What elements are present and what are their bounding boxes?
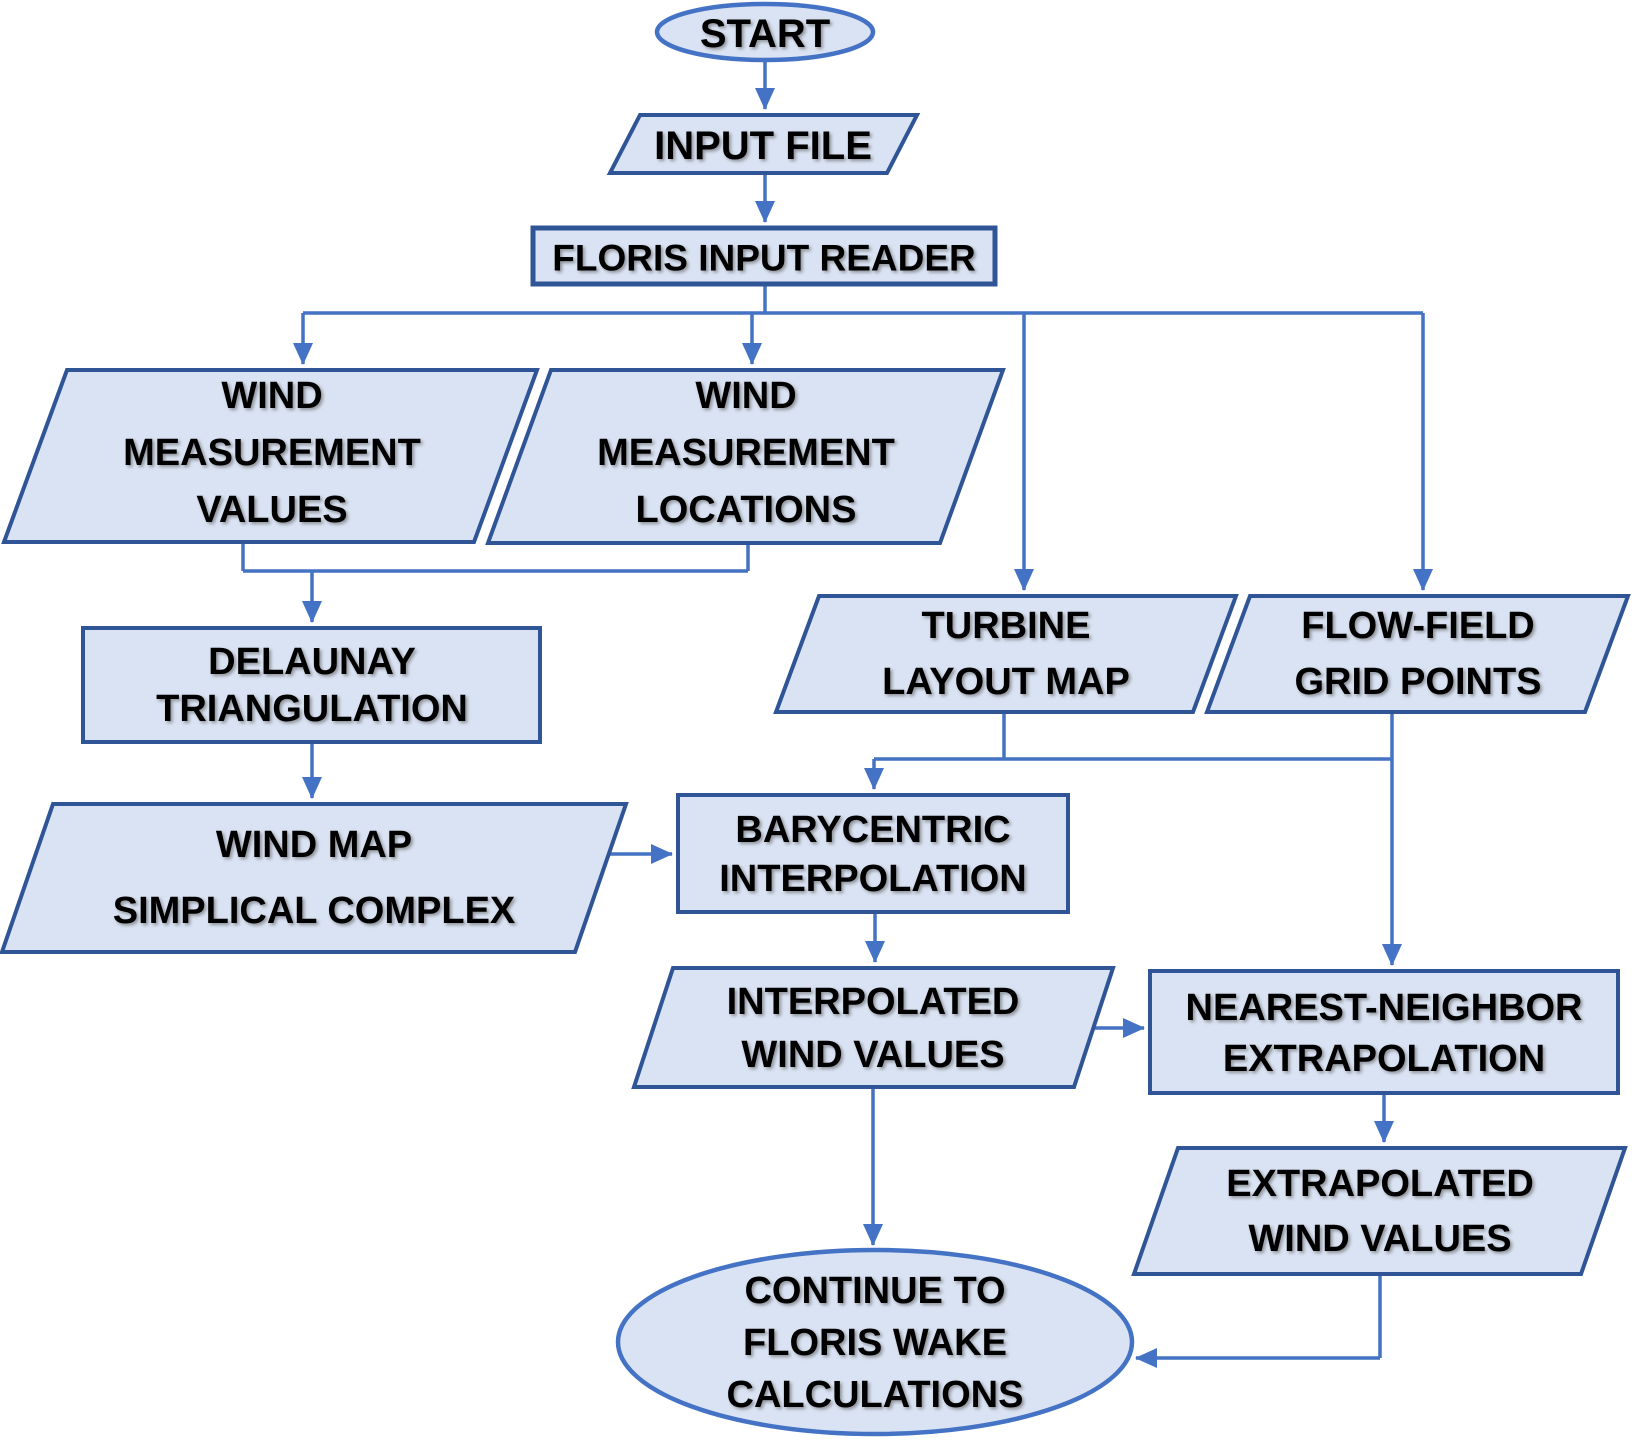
wind-measurement-values-line2: MEASUREMENT xyxy=(123,432,421,474)
flow-field-grid-points-line2: GRID POINTS xyxy=(1294,661,1541,703)
delaunay-triangulation-line1: DELAUNAY xyxy=(208,641,416,683)
node-input-file: INPUT FILE xyxy=(606,113,921,175)
interpolated-wind-values-line1: INTERPOLATED xyxy=(727,981,1020,1023)
node-flow-field-grid-points: FLOW-FIELD GRID POINTS xyxy=(1204,594,1631,714)
turbine-layout-map-parallelogram xyxy=(773,594,1239,714)
extrapolated-wind-values-line2: WIND VALUES xyxy=(1248,1218,1511,1260)
wind-measurement-values-line1: WIND xyxy=(221,375,322,417)
start-label: START xyxy=(700,12,830,56)
node-start: START xyxy=(654,1,876,63)
nearest-neighbor-extrapolation-line1: NEAREST-NEIGHBOR xyxy=(1186,987,1583,1029)
input-file-label: INPUT FILE xyxy=(654,124,872,168)
turbine-layout-map-line2: LAYOUT MAP xyxy=(882,661,1130,703)
wind-measurement-locations-line1: WIND xyxy=(695,375,796,417)
continue-line1: CONTINUE TO xyxy=(744,1270,1005,1312)
wind-measurement-values-parallelogram xyxy=(1,368,540,544)
flow-field-grid-points-line1: FLOW-FIELD xyxy=(1301,605,1535,647)
delaunay-triangulation-rect xyxy=(81,626,542,744)
continue-line2: FLORIS WAKE xyxy=(743,1322,1007,1364)
node-wind-map-simplical-complex: WIND MAP SIMPLICAL COMPLEX xyxy=(0,802,629,954)
node-nearest-neighbor-extrapolation: NEAREST-NEIGHBOR EXTRAPOLATION xyxy=(1148,969,1620,1095)
node-interpolated-wind-values: INTERPOLATED WIND VALUES xyxy=(631,966,1116,1089)
wind-map-simplical-complex-parallelogram xyxy=(0,802,629,954)
extrapolated-wind-values-parallelogram xyxy=(1131,1146,1628,1276)
wind-measurement-locations-line3: LOCATIONS xyxy=(636,489,857,531)
wind-map-simplical-complex-line1: WIND MAP xyxy=(216,824,412,866)
floris-input-reader-rect xyxy=(530,225,998,287)
extrapolated-wind-values-line1: EXTRAPOLATED xyxy=(1226,1163,1534,1205)
node-continue-to-floris-wake-calculations: CONTINUE TO FLORIS WAKE CALCULATIONS xyxy=(615,1247,1135,1437)
wind-measurement-locations-line2: MEASUREMENT xyxy=(597,432,895,474)
interpolated-wind-values-parallelogram xyxy=(631,966,1116,1089)
continue-terminator-shape xyxy=(615,1247,1135,1437)
barycentric-interpolation-line2: INTERPOLATION xyxy=(719,858,1027,900)
node-delaunay-triangulation: DELAUNAY TRIANGULATION xyxy=(81,626,542,744)
node-barycentric-interpolation: BARYCENTRIC INTERPOLATION xyxy=(676,793,1070,914)
continue-line3: CALCULATIONS xyxy=(727,1374,1024,1416)
wind-measurement-locations-parallelogram xyxy=(485,368,1006,545)
floris-input-reader-label: FLORIS INPUT READER xyxy=(552,238,975,279)
barycentric-interpolation-rect xyxy=(676,793,1070,914)
node-extrapolated-wind-values: EXTRAPOLATED WIND VALUES xyxy=(1131,1146,1628,1276)
barycentric-interpolation-line1: BARYCENTRIC xyxy=(735,809,1010,851)
interpolated-wind-values-line2: WIND VALUES xyxy=(741,1034,1004,1076)
edges-layer xyxy=(241,60,1433,1368)
start-terminator-shape xyxy=(654,1,876,63)
wind-measurement-values-line3: VALUES xyxy=(196,489,347,531)
node-wind-measurement-locations: WIND MEASUREMENT LOCATIONS xyxy=(485,368,1006,545)
flow-field-grid-points-parallelogram xyxy=(1204,594,1631,714)
node-turbine-layout-map: TURBINE LAYOUT MAP xyxy=(773,594,1239,714)
wind-map-simplical-complex-line2: SIMPLICAL COMPLEX xyxy=(113,890,516,932)
delaunay-triangulation-line2: TRIANGULATION xyxy=(156,688,468,730)
nearest-neighbor-extrapolation-line2: EXTRAPOLATION xyxy=(1223,1038,1545,1080)
node-floris-input-reader: FLORIS INPUT READER xyxy=(530,225,998,287)
turbine-layout-map-line1: TURBINE xyxy=(922,605,1091,647)
node-wind-measurement-values: WIND MEASUREMENT VALUES xyxy=(1,368,540,544)
input-file-parallelogram xyxy=(606,113,921,175)
nearest-neighbor-extrapolation-rect xyxy=(1148,969,1620,1095)
